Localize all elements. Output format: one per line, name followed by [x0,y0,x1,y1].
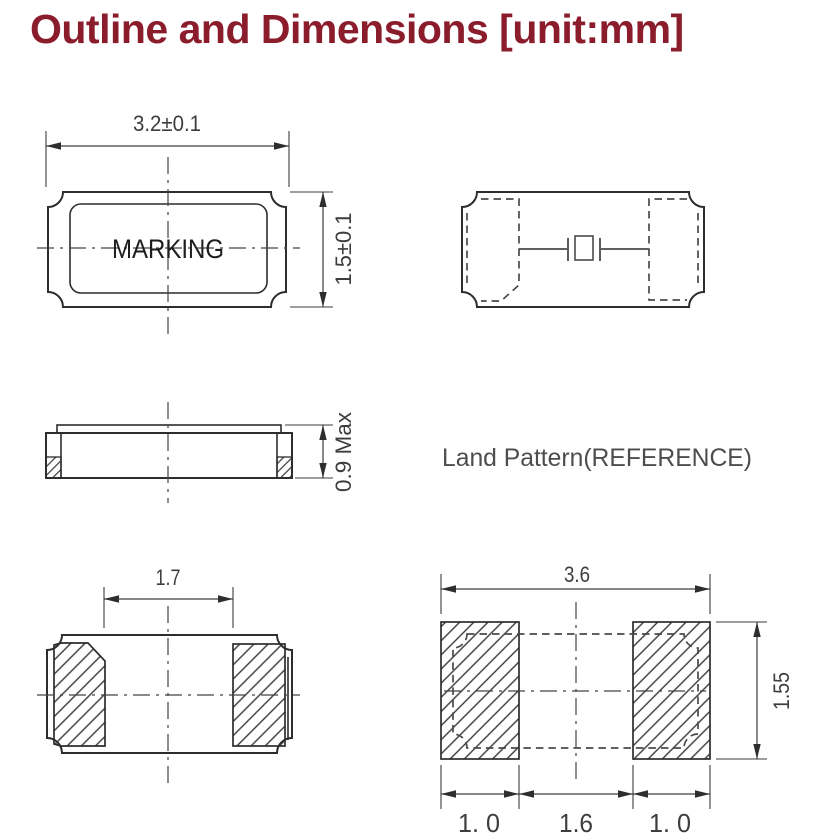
side-view-right-terminal [276,456,293,479]
thickness-dimension-label: 0.9 Max [331,412,356,492]
right-pad-width-label: 1. 0 [649,808,691,838]
width-dimension-label: 3.2±0.1 [133,111,201,136]
land-pattern-caption: Land Pattern(REFERENCE) [442,444,752,472]
side-view: 0.9 Max [45,402,356,503]
internal-view [461,191,705,308]
pad-height-dimension-label: 1.55 [769,672,794,710]
left-pad-width-label: 1. 0 [458,808,500,838]
pad-gap-dimension-label: 1.7 [156,565,181,590]
land-pattern-package-outline-dashed [452,633,699,749]
pad-spacing-label: 1.6 [559,808,593,838]
side-view-body [45,432,293,479]
top-view-package-outline [47,191,287,308]
crystal-symbol [519,235,649,261]
marking-label: MARKING [112,234,224,264]
overall-width-dimension-label: 3.6 [564,562,590,587]
bottom-view: 1.7 [37,565,300,788]
page-title: Outline and Dimensions [unit:mm] [30,6,684,52]
side-view-lid [56,424,282,434]
height-dimension-label: 1.5±0.1 [331,213,356,286]
side-view-left-terminal [45,456,62,479]
left-electrode-dashed [481,198,520,302]
top-view: MARKING 3.2±0.1 1.5±0.1 [37,111,356,339]
land-pattern-view: 3.6 1.55 1. 0 1.6 1. 0 [440,562,794,838]
